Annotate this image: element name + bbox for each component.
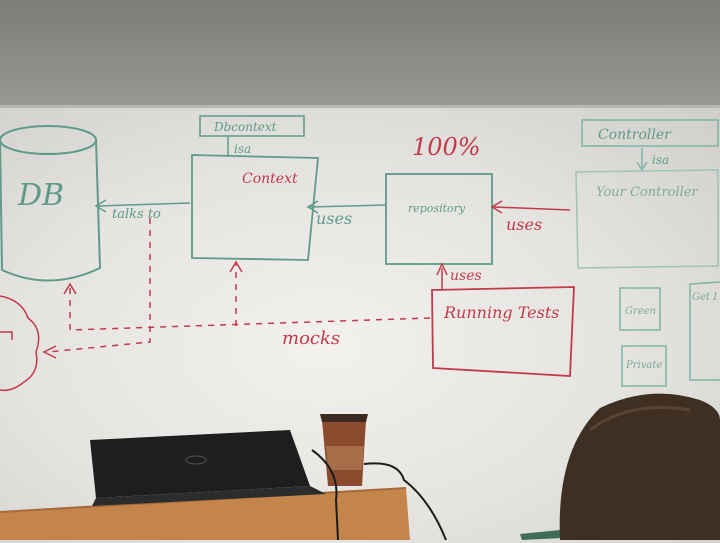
isa-right-label: isa [652, 153, 669, 167]
mocks-line-external [47, 218, 151, 353]
mocks-line [69, 317, 431, 331]
controller-label: Controller [598, 127, 672, 143]
uses-arrow-left [309, 204, 387, 208]
uses-arrowhead-left [306, 200, 319, 214]
private-box-label: Private [625, 360, 662, 371]
db-cylinder [0, 125, 102, 282]
external-cloud [0, 295, 40, 392]
right-partial-box [689, 281, 720, 381]
mocks-arrowhead-db [63, 282, 77, 295]
audience-head [559, 393, 720, 540]
mocks-arrowhead-context [229, 260, 243, 273]
uses-arrowhead-right [490, 200, 503, 214]
db-label: DB [17, 178, 64, 213]
uses-arrowhead-bottom [436, 262, 448, 276]
context-label: Context [242, 171, 298, 187]
laptop-base [92, 486, 326, 506]
coffee-cup-lid [320, 414, 368, 422]
external-cloud-mark [0, 331, 13, 340]
laptop-cable [311, 449, 339, 540]
talks-to-arrowhead [94, 199, 107, 213]
hair-highlight [589, 406, 691, 432]
right-partial-label: Get I [692, 292, 718, 303]
uses-arrow-right [493, 206, 571, 211]
dbcontext-box [199, 115, 305, 137]
your-controller-box [575, 169, 719, 269]
power-cable [363, 462, 447, 540]
uses-bottom-label: uses [450, 268, 482, 284]
marker [520, 530, 562, 540]
running-tests-box [431, 286, 575, 377]
mocks-label: mocks [282, 328, 340, 349]
repository-label: repository [408, 202, 466, 215]
coffee-cup-sleeve [326, 446, 364, 470]
desk [0, 488, 410, 540]
running-tests-label: Running Tests [443, 303, 559, 322]
talks-to-arrow [97, 202, 191, 207]
isa-top-label: isa [234, 142, 251, 156]
private-box [621, 345, 667, 387]
green-box [619, 287, 661, 331]
repository-box [385, 173, 493, 265]
uses-left-label: uses [316, 209, 352, 228]
dbcontext-label: Dbcontext [213, 120, 277, 134]
coverage-label: 100% [412, 133, 481, 161]
laptop-logo [185, 455, 207, 465]
wall [0, 0, 720, 110]
isa-arrowhead-right [636, 161, 648, 172]
your-controller-label: Your Controller [596, 185, 698, 200]
context-box [191, 154, 319, 261]
mocks-arrowhead-external [42, 345, 57, 359]
green-box-label: Green [625, 306, 656, 317]
talks-to-label: talks to [112, 207, 161, 222]
uses-right-label: uses [506, 215, 542, 234]
controller-box [581, 119, 719, 147]
